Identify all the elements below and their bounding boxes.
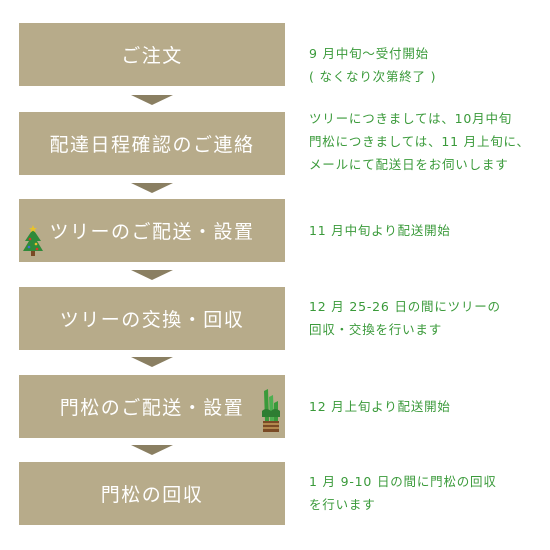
- note-line: 12 月 25-26 日の間にツリーの: [309, 299, 501, 314]
- step-label: 配達日程確認のご連絡: [49, 134, 255, 156]
- note-line: 回収・交換を行います: [309, 322, 443, 337]
- step-order: ご注文: [19, 23, 285, 86]
- flow-arrow: [131, 270, 173, 280]
- step-delivery-contact: 配達日程確認のご連絡: [19, 112, 285, 175]
- step-tree-delivery: ツリーのご配送・設置: [19, 199, 285, 262]
- kadomatsu-icon: [262, 389, 280, 432]
- note-line: 9 月中旬〜受付開始: [309, 46, 429, 61]
- flow-arrow: [131, 183, 173, 193]
- note-line: ツリーにつきましては、10月中旬: [309, 111, 513, 126]
- flow-arrow: [131, 95, 173, 105]
- note-line: 1 月 9-10 日の間に門松の回収: [309, 474, 497, 489]
- christmas-tree-icon: [23, 225, 43, 256]
- step-label: 門松の回収: [100, 484, 204, 506]
- step-note-tree-delivery: 11 月中旬より配送開始: [309, 219, 545, 242]
- note-line: 12 月上旬より配送開始: [309, 399, 451, 414]
- step-note-order: 9 月中旬〜受付開始 ( なくなり次第終了 ): [309, 42, 545, 88]
- step-note-kadomatsu-delivery: 12 月上旬より配送開始: [309, 395, 545, 418]
- step-label: 門松のご配送・設置: [59, 397, 245, 419]
- note-line: を行います: [309, 497, 376, 512]
- step-tree-exchange: ツリーの交換・回収: [19, 287, 285, 350]
- note-line: ( なくなり次第終了 ): [309, 69, 437, 84]
- step-label: ツリーのご配送・設置: [49, 221, 255, 243]
- note-line: メールにて配送日をお伺いします: [309, 157, 509, 172]
- step-note-kadomatsu-collection: 1 月 9-10 日の間に門松の回収 を行います: [309, 470, 545, 516]
- note-line: 門松につきましては、11 月上旬に、: [309, 134, 530, 149]
- step-kadomatsu-delivery: 門松のご配送・設置: [19, 375, 285, 438]
- step-label: ご注文: [121, 45, 183, 67]
- step-kadomatsu-collection: 門松の回収: [19, 462, 285, 525]
- note-line: 11 月中旬より配送開始: [309, 223, 451, 238]
- flow-arrow: [131, 357, 173, 367]
- step-note-tree-exchange: 12 月 25-26 日の間にツリーの 回収・交換を行います: [309, 295, 545, 341]
- step-note-delivery-contact: ツリーにつきましては、10月中旬 門松につきましては、11 月上旬に、 メールに…: [309, 107, 545, 176]
- flow-arrow: [131, 445, 173, 455]
- step-label: ツリーの交換・回収: [59, 309, 245, 331]
